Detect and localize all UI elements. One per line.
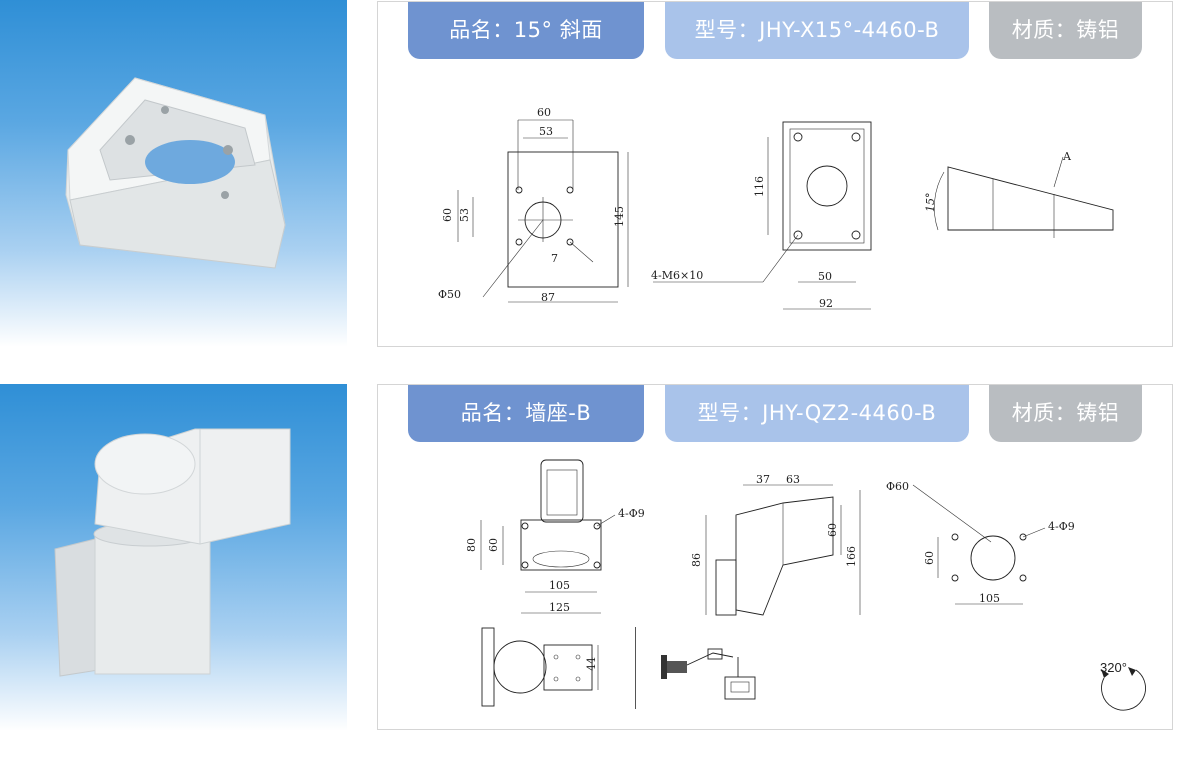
rotation-icon: 320° xyxy=(1100,660,1146,711)
product-name-tag: 品名：15° 斜面 xyxy=(408,2,644,59)
spec-panel-wall-mount: 品名：墙座-B 型号：JHY-QZ2-4460-B 材质：铸铝 4-Φ9 80 … xyxy=(377,384,1173,730)
drawing-camera-assembly xyxy=(661,648,756,700)
dim-50: 50 xyxy=(818,270,832,283)
drawing-side-view: 15° A xyxy=(924,150,1114,238)
dim-125: 125 xyxy=(549,601,570,614)
dim-holes-1: 4-Φ9 xyxy=(618,507,645,520)
dim-60-top: 60 xyxy=(537,106,551,119)
model-number-tag: 型号：JHY-QZ2-4460-B xyxy=(665,385,969,442)
drawing-side-view: 37 63 60 86 166 xyxy=(690,473,861,616)
drawing-front-view: 60 53 60 53 145 7 Φ50 87 xyxy=(438,106,629,304)
drawing-front-view: 4-Φ9 80 60 105 125 xyxy=(465,459,645,614)
material-tag: 材质：铸铝 xyxy=(989,2,1142,59)
dim-60: 60 xyxy=(826,523,839,537)
dim-116: 116 xyxy=(753,176,766,197)
dim-phi50: Φ50 xyxy=(438,288,461,301)
drawing-top-view: 116 4-M6×10 50 92 xyxy=(651,121,872,310)
dim-86: 86 xyxy=(690,553,703,567)
dim-screw: 4-M6×10 xyxy=(651,269,703,282)
drawing-hole-pattern: Φ60 4-Φ9 60 105 xyxy=(886,480,1075,605)
drawing-divider xyxy=(635,627,636,709)
dim-53-top: 53 xyxy=(539,125,553,138)
dim-105: 105 xyxy=(979,592,1000,605)
product-photo-wall-mount xyxy=(0,384,347,731)
dim-63: 63 xyxy=(786,473,800,486)
rotation-label: 320° xyxy=(1100,660,1127,675)
section-a-label: A xyxy=(1062,150,1072,163)
dim-44: 44 xyxy=(585,657,598,671)
dim-60: 60 xyxy=(923,551,936,565)
dim-145: 145 xyxy=(613,206,626,227)
product-photo-slope-mount xyxy=(0,0,347,347)
dim-60: 60 xyxy=(487,538,500,552)
dim-7: 7 xyxy=(551,252,558,265)
model-number-tag: 型号：JHY-X15°-4460-B xyxy=(665,2,969,59)
dim-105: 105 xyxy=(549,579,570,592)
drawing-top-view: 44 xyxy=(481,627,599,707)
dim-80: 80 xyxy=(465,538,478,552)
wall-mount-image xyxy=(54,428,291,677)
dim-92: 92 xyxy=(819,297,833,310)
dim-60-left: 60 xyxy=(441,208,454,222)
dim-37: 37 xyxy=(756,473,770,486)
dim-166: 166 xyxy=(845,546,858,567)
angle-15: 15° xyxy=(924,193,937,213)
spec-panel-slope-mount: 品名：15° 斜面 型号：JHY-X15°-4460-B 材质：铸铝 60 53… xyxy=(377,1,1173,347)
dim-holes-2: 4-Φ9 xyxy=(1048,520,1075,533)
dim-53-left: 53 xyxy=(458,208,471,222)
material-tag: 材质：铸铝 xyxy=(989,385,1142,442)
dim-phi60: Φ60 xyxy=(886,480,909,493)
product-name-tag: 品名：墙座-B xyxy=(408,385,644,442)
dim-87: 87 xyxy=(541,291,555,304)
slope-mount-image xyxy=(65,77,286,269)
